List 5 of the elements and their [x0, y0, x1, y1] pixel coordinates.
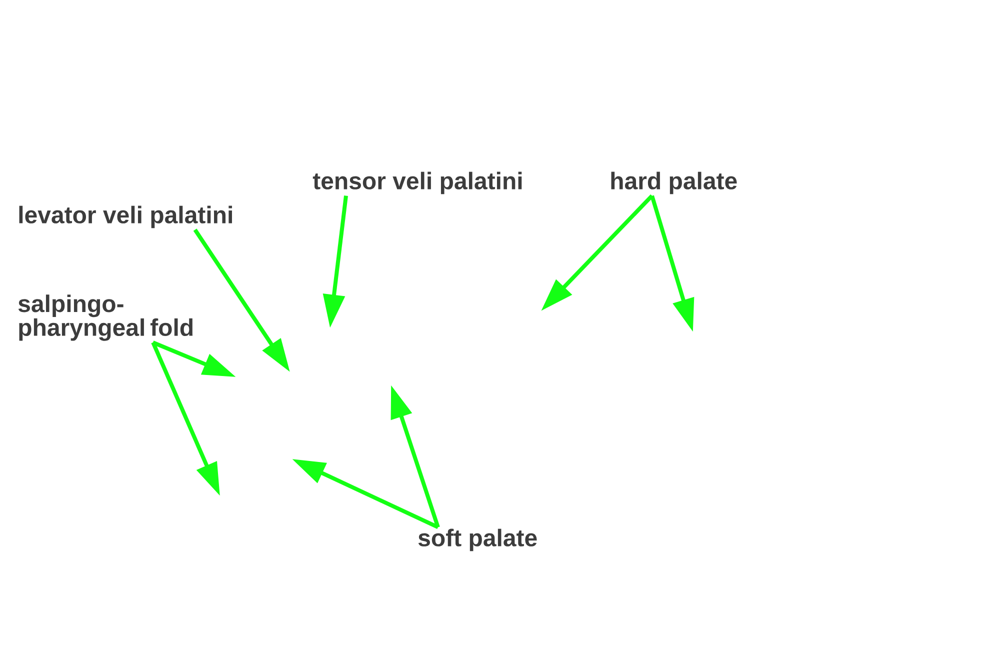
structure-label: levator veli palatini — [19, 206, 232, 228]
structure-label: salpingo- pharyngeal fold — [18, 294, 192, 341]
structure-label: hard palate — [611, 172, 737, 194]
structure-label: soft palate — [418, 528, 537, 552]
structure-label: tensor veli palatini — [312, 172, 522, 194]
